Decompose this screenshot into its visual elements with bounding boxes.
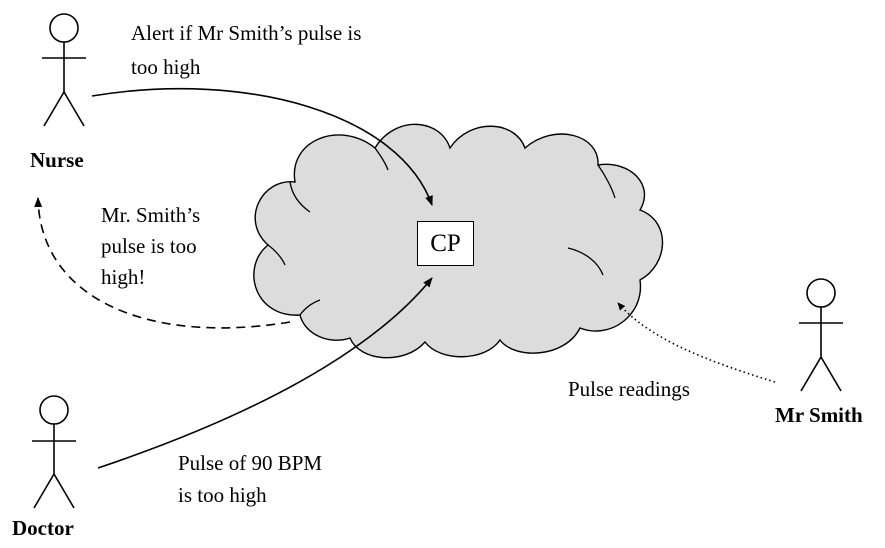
pulse-readings-label: Pulse readings: [568, 377, 690, 401]
cp-label: CP: [430, 229, 461, 257]
doctor-label: Doctor: [12, 516, 74, 540]
rule-message-line-2: is too high: [178, 483, 267, 507]
patient-figure: [799, 278, 843, 392]
cloud-inner-curve: [597, 164, 616, 199]
notification-arrow: [34, 197, 291, 329]
notification-line-2: pulse is too: [101, 234, 197, 258]
notification-line-1: Mr. Smith’s: [101, 203, 201, 227]
alert-message-line-2: too high: [131, 55, 201, 79]
rule-message-line-1: Pulse of 90 BPM: [178, 451, 323, 475]
notification-line-3: high!: [101, 265, 146, 289]
nurse-label: Nurse: [30, 148, 84, 172]
cloud-inner-curve: [299, 299, 321, 316]
alert-message-line-1: Alert if Mr Smith’s pulse is: [131, 21, 362, 45]
cp-node: CP: [417, 221, 474, 266]
doctor-figure: [32, 395, 76, 509]
cloud-inner-curve: [267, 244, 286, 266]
patient-label: Mr Smith: [775, 403, 863, 427]
cloud-inner-curve: [567, 247, 604, 276]
cloud-inner-curve: [374, 147, 389, 171]
nurse-figure: [42, 13, 86, 127]
pulse-readings-arrow: [617, 302, 776, 383]
rule-definition-arrow: [97, 277, 433, 469]
cloud-inner-curve: [289, 181, 311, 213]
alert-subscription-arrow: [91, 87, 433, 206]
